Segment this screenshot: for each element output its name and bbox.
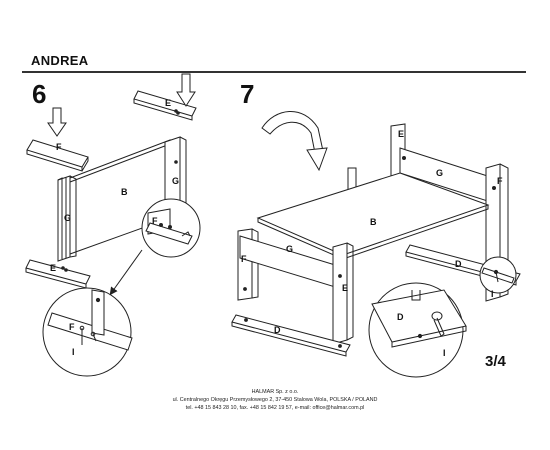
footer-company: HALMAR Sp. z o.o. bbox=[251, 389, 299, 395]
label-d-detail: D bbox=[397, 312, 404, 322]
panel-d-front bbox=[231, 314, 351, 357]
label-e-front: E bbox=[342, 283, 348, 293]
label-i-detail-left: I bbox=[72, 347, 75, 357]
label-e-back: E bbox=[398, 129, 404, 139]
label-f-right: F bbox=[497, 176, 503, 186]
step-number-6: 6 bbox=[32, 79, 47, 109]
panel-f-top bbox=[26, 139, 89, 172]
label-d-back: D bbox=[455, 259, 462, 269]
down-arrow-f-icon bbox=[47, 107, 67, 137]
label-b-step7: B bbox=[370, 217, 377, 227]
label-g-left: G bbox=[64, 213, 71, 223]
label-f-detail-left: F bbox=[69, 322, 75, 332]
label-g-front: G bbox=[286, 244, 293, 254]
label-b-step6: B bbox=[121, 187, 128, 197]
label-g-back: G bbox=[436, 168, 443, 178]
footer-contact: tel. +48 15 843 28 10, fax. +48 15 842 1… bbox=[185, 405, 365, 411]
page-number: 3/4 bbox=[485, 353, 506, 370]
label-i-detail: I bbox=[443, 348, 446, 358]
footer-address: ul. Centralnego Okręgu Przemysłowego 2, … bbox=[172, 397, 378, 403]
label-i-small: I bbox=[491, 289, 494, 299]
frame-front bbox=[237, 228, 354, 345]
detail-connector-arrow-icon bbox=[109, 249, 143, 296]
label-g-right: G bbox=[172, 176, 179, 186]
detail-circle-left bbox=[42, 287, 133, 377]
label-f-detail: F bbox=[152, 216, 158, 226]
title-divider bbox=[22, 71, 526, 73]
label-d-front: D bbox=[274, 325, 281, 335]
label-e-bottom: E bbox=[50, 263, 56, 273]
panel-e-bottom bbox=[25, 259, 91, 289]
document-title: ANDREA bbox=[31, 53, 89, 68]
footer: HALMAR Sp. z o.o. ul. Centralnego Okręgu… bbox=[0, 388, 550, 412]
step-number-7: 7 bbox=[240, 79, 255, 109]
detail-circle-right bbox=[141, 198, 201, 258]
detail-circle-small bbox=[479, 256, 517, 294]
label-e-top: E bbox=[165, 98, 171, 108]
label-f-top: F bbox=[56, 142, 62, 152]
leg-g-left bbox=[57, 175, 77, 262]
panel-e-top bbox=[133, 90, 197, 121]
down-arrow-e-icon bbox=[176, 73, 196, 107]
detail-circle-large bbox=[368, 282, 467, 378]
rotate-arrow-icon bbox=[261, 111, 328, 172]
label-f-left: F bbox=[241, 254, 247, 264]
